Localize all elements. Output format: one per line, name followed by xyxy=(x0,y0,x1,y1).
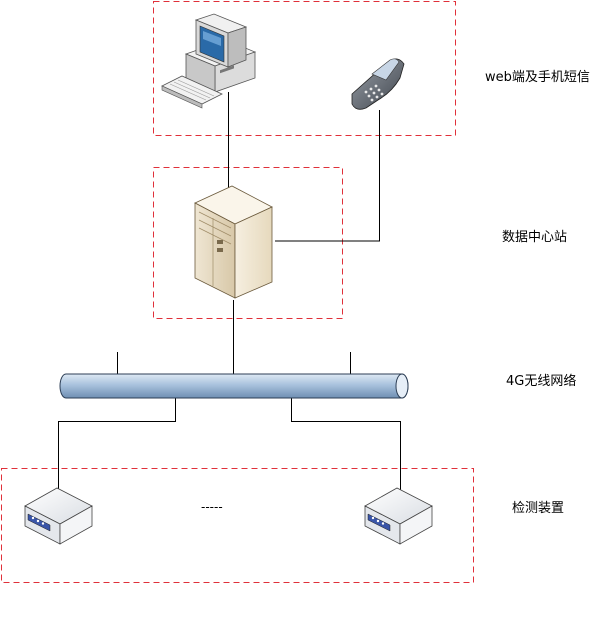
line-network-to-device-right xyxy=(291,398,401,492)
network-pipe xyxy=(59,373,409,399)
connection-lines xyxy=(58,92,401,492)
group-box-devices xyxy=(1,468,474,583)
group-box-data-center xyxy=(153,167,343,319)
device-ellipsis: ----- xyxy=(201,500,223,514)
server-icon xyxy=(194,185,273,299)
line-network-to-device-left xyxy=(58,398,176,492)
label-data-center: 数据中心站 xyxy=(502,230,568,245)
label-network: 4G无线网络 xyxy=(506,374,577,389)
group-box-web-sms xyxy=(153,1,456,136)
label-devices: 检测装置 xyxy=(512,501,565,516)
detection-device-icon xyxy=(24,487,93,545)
mobile-phone-icon xyxy=(351,58,405,110)
desktop-computer-icon xyxy=(161,13,257,109)
detection-device-icon xyxy=(364,487,433,545)
label-web-sms: web端及手机短信 xyxy=(485,70,590,85)
line-phone-to-server xyxy=(275,110,380,242)
